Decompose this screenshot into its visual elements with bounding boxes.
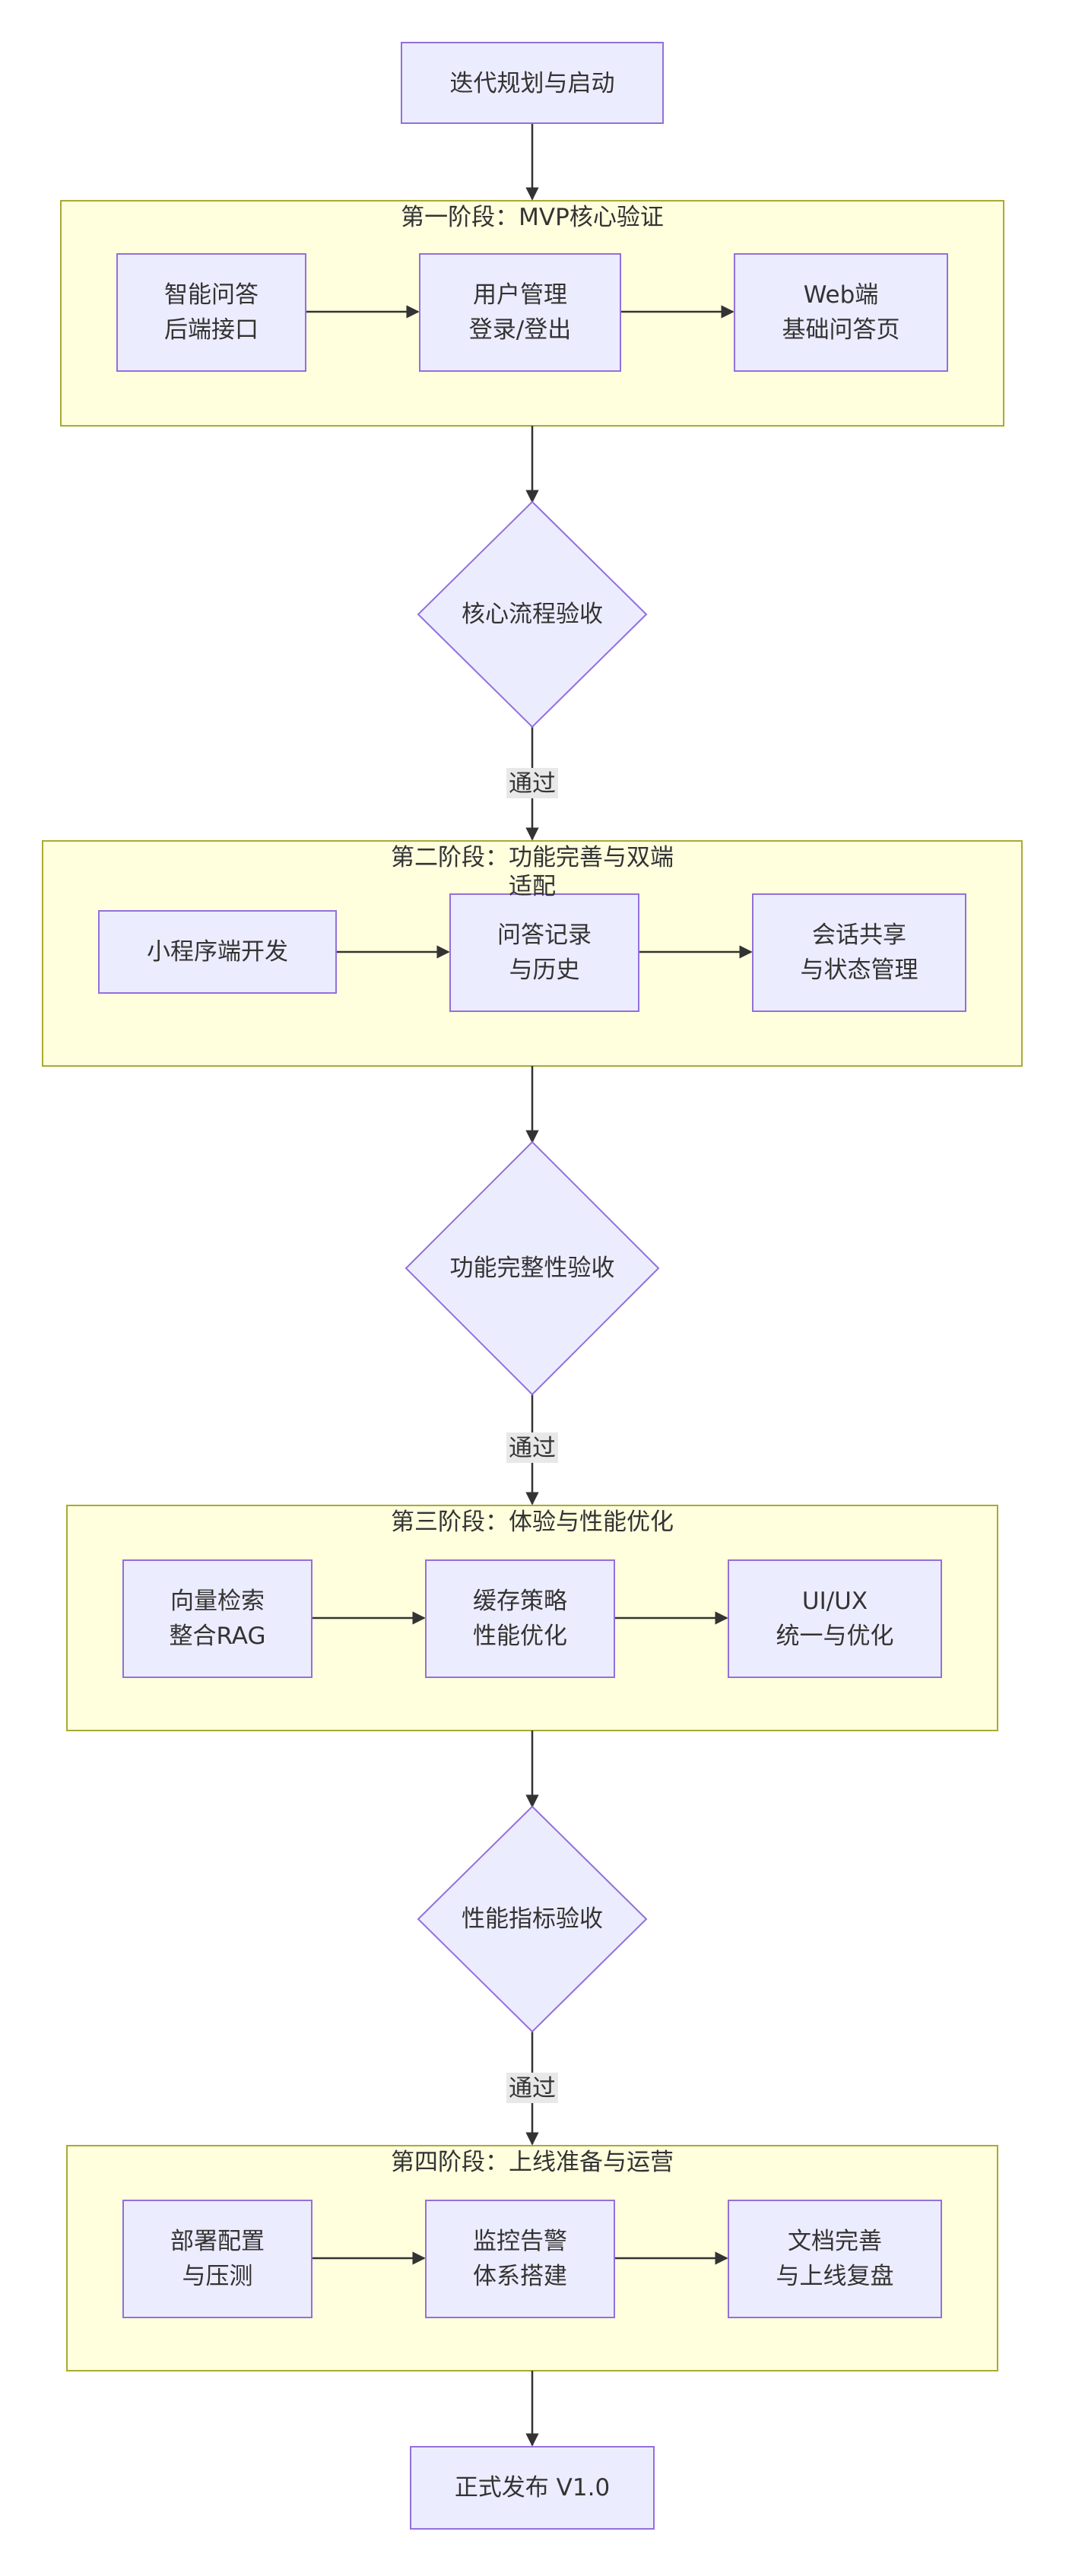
decision-performance: 性能指标验收 [417,1805,648,2033]
edge-label-pass3: 通过 [506,2073,558,2103]
cluster-phase2-title-line2: 适配 [509,873,556,900]
svg-text:整合RAG: 整合RAG [170,1623,266,1650]
svg-text:通过: 通过 [509,2075,556,2102]
svg-text:体系搭建: 体系搭建 [473,2263,567,2290]
svg-text:与历史: 与历史 [509,956,580,984]
node-p1-qa-backend: 智能问答 后端接口 [116,253,306,372]
svg-text:性能优化: 性能优化 [473,1623,567,1650]
svg-text:缓存策略: 缓存策略 [473,1588,567,1615]
svg-text:与压测: 与压测 [182,2263,253,2290]
svg-text:文档完善: 文档完善 [788,2228,882,2255]
node-p4-deploy: 部署配置 与压测 [122,2200,313,2318]
cluster-phase2-title: 第二阶段：功能完善与双端 [391,844,674,871]
decision-feature-complete: 功能完整性验收 [405,1140,660,1396]
node-start: 迭代规划与启动 [401,42,664,124]
svg-text:功能完整性验收: 功能完整性验收 [450,1255,615,1282]
svg-text:性能指标验收: 性能指标验收 [462,1905,603,1933]
cluster-phase1-title: 第一阶段：MVP核心验证 [401,204,664,231]
svg-text:与上线复盘: 与上线复盘 [776,2263,894,2290]
svg-text:基础问答页: 基础问答页 [782,316,900,344]
node-p1-user-mgmt: 用户管理 登录/登出 [419,253,621,372]
svg-text:向量检索: 向量检索 [170,1588,265,1615]
svg-text:UI/UX: UI/UX [802,1588,868,1615]
svg-text:核心流程验收: 核心流程验收 [462,601,603,628]
node-p2-miniapp: 小程序端开发 [98,910,337,994]
decision-core-flow: 核心流程验收 [417,500,648,728]
node-p2-history: 问答记录 与历史 [449,893,639,1012]
svg-text:登录/登出: 登录/登出 [469,316,571,344]
node-p3-rag: 向量检索 整合RAG [122,1559,313,1678]
edge-label-pass2: 通过 [506,1432,558,1463]
svg-text:部署配置: 部署配置 [170,2228,265,2255]
svg-text:通过: 通过 [509,1435,556,1462]
svg-text:用户管理: 用户管理 [473,281,567,309]
node-start-label: 迭代规划与启动 [450,70,615,97]
node-p3-uiux: UI/UX 统一与优化 [728,1559,942,1678]
svg-text:小程序端开发: 小程序端开发 [147,938,288,966]
edge-label-pass1: 通过 [506,768,558,798]
svg-text:监控告警: 监控告警 [473,2228,567,2255]
cluster-phase4-title: 第四阶段：上线准备与运营 [391,2149,674,2176]
node-p2-session: 会话共享 与状态管理 [752,893,966,1012]
node-p4-docs: 文档完善 与上线复盘 [728,2200,942,2318]
svg-text:与状态管理: 与状态管理 [801,956,918,984]
node-p3-cache: 缓存策略 性能优化 [425,1559,615,1678]
svg-text:问答记录: 问答记录 [497,922,592,949]
svg-text:统一与优化: 统一与优化 [776,1623,894,1650]
svg-text:后端接口: 后端接口 [164,316,259,344]
svg-text:智能问答: 智能问答 [164,281,259,309]
svg-text:Web端: Web端 [804,281,879,309]
node-p1-web: Web端 基础问答页 [734,253,948,372]
svg-text:通过: 通过 [509,770,556,798]
node-end: 正式发布 V1.0 [410,2446,655,2530]
node-end-label: 正式发布 V1.0 [455,2474,610,2501]
cluster-phase3-title: 第三阶段：体验与性能优化 [391,1508,674,1536]
svg-text:会话共享: 会话共享 [812,922,906,949]
node-p4-monitor: 监控告警 体系搭建 [425,2200,615,2318]
